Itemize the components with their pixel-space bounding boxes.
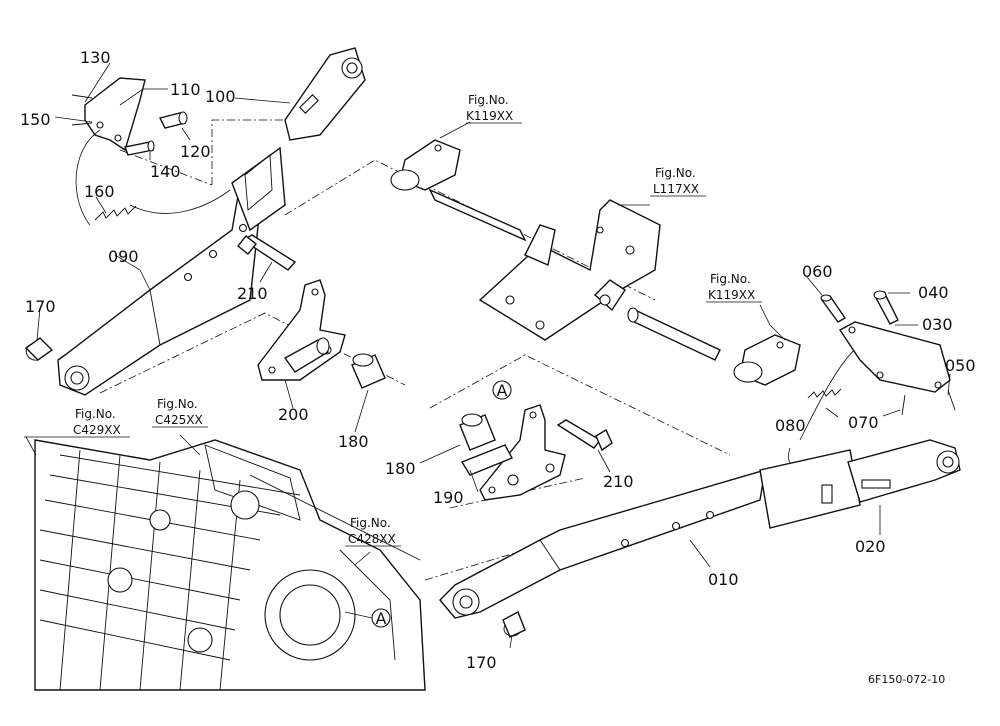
label-110: 110 xyxy=(170,80,201,99)
marker-a-upper-text: A xyxy=(497,381,508,400)
bolt-210-upper xyxy=(237,234,297,271)
label-010: 010 xyxy=(708,570,739,589)
label-210-upper: 210 xyxy=(237,284,268,303)
bolt-210-lower xyxy=(556,419,613,452)
figref-l117-line2: L117XX xyxy=(653,182,699,196)
stabilizer-bracket-110 xyxy=(71,77,188,156)
figure-references: Fig.No. K119XX Fig.No. L117XX Fig.No. K1… xyxy=(24,93,762,547)
figref-c425-line2: C425XX xyxy=(155,413,203,427)
figref-c429-line1: Fig.No. xyxy=(75,407,116,421)
label-200: 200 xyxy=(278,405,309,424)
bushing-180-lower xyxy=(459,413,496,451)
label-140: 140 xyxy=(150,162,181,181)
figref-c425-line1: Fig.No. xyxy=(157,397,198,411)
label-090: 090 xyxy=(108,247,139,266)
figref-l117: Fig.No. L117XX xyxy=(650,166,706,197)
label-170-right: 170 xyxy=(466,653,497,672)
pin-assembly-k119-top xyxy=(390,139,527,242)
figref-k119-top-line2: K119XX xyxy=(466,109,513,123)
figref-c428-line2: C428XX xyxy=(348,532,396,546)
label-120: 120 xyxy=(180,142,211,161)
label-170-left: 170 xyxy=(25,297,56,316)
drawing-code: 6F150-072-10 xyxy=(868,673,945,686)
figref-l117-line1: Fig.No. xyxy=(655,166,696,180)
label-030: 030 xyxy=(922,315,953,334)
link-end-100 xyxy=(284,47,366,141)
figref-c425: Fig.No. C425XX xyxy=(152,397,208,428)
spring-080 xyxy=(788,344,861,467)
label-070: 070 xyxy=(848,413,879,432)
label-210-lower: 210 xyxy=(603,472,634,491)
lower-link-rh xyxy=(439,449,861,619)
figref-k119-right-line1: Fig.No. xyxy=(710,272,751,286)
label-060: 060 xyxy=(802,262,833,281)
figref-c428: Fig.No. C428XX xyxy=(345,516,401,547)
leader-lines xyxy=(25,62,951,649)
label-130: 130 xyxy=(80,48,111,67)
bracket-200 xyxy=(257,279,346,381)
label-160: 160 xyxy=(84,182,115,201)
figref-c429: Fig.No. C429XX xyxy=(24,407,130,438)
figref-c429-line2: C429XX xyxy=(73,423,121,437)
figref-k119-right-line2: K119XX xyxy=(708,288,755,302)
label-040: 040 xyxy=(918,283,949,302)
bracket-190 xyxy=(460,404,566,501)
marker-a-upper: A xyxy=(492,380,512,400)
lower-link-lh xyxy=(57,146,286,396)
lynch-pin-170-right xyxy=(502,611,526,638)
label-020: 020 xyxy=(855,537,886,556)
marker-a-lower: A xyxy=(344,608,391,628)
marker-a-lower-text: A xyxy=(376,609,387,628)
figref-k119-top-line1: Fig.No. xyxy=(468,93,509,107)
label-190: 190 xyxy=(433,488,464,507)
figref-k119-top: Fig.No. K119XX xyxy=(466,93,522,124)
figref-k119-right: Fig.No. K119XX xyxy=(706,272,762,303)
figref-c428-line1: Fig.No. xyxy=(350,516,391,530)
part-labels: 130 110 100 120 150 140 160 090 210 170 … xyxy=(20,48,976,672)
label-100: 100 xyxy=(205,87,236,106)
label-050: 050 xyxy=(945,356,976,375)
lift-bracket-l117 xyxy=(478,199,661,341)
lynch-pin-170-left xyxy=(24,337,54,361)
transmission-housing xyxy=(34,439,426,691)
label-080: 080 xyxy=(775,416,806,435)
label-180-upper: 180 xyxy=(338,432,369,451)
label-180-lower: 180 xyxy=(385,459,416,478)
bushing-180-upper xyxy=(351,353,386,389)
pin-assembly-k119-right xyxy=(627,307,801,386)
spring-160 xyxy=(75,129,231,226)
link-end-020 xyxy=(847,439,961,503)
label-150: 150 xyxy=(20,110,51,129)
stabilizer-bracket-030 xyxy=(820,290,956,416)
